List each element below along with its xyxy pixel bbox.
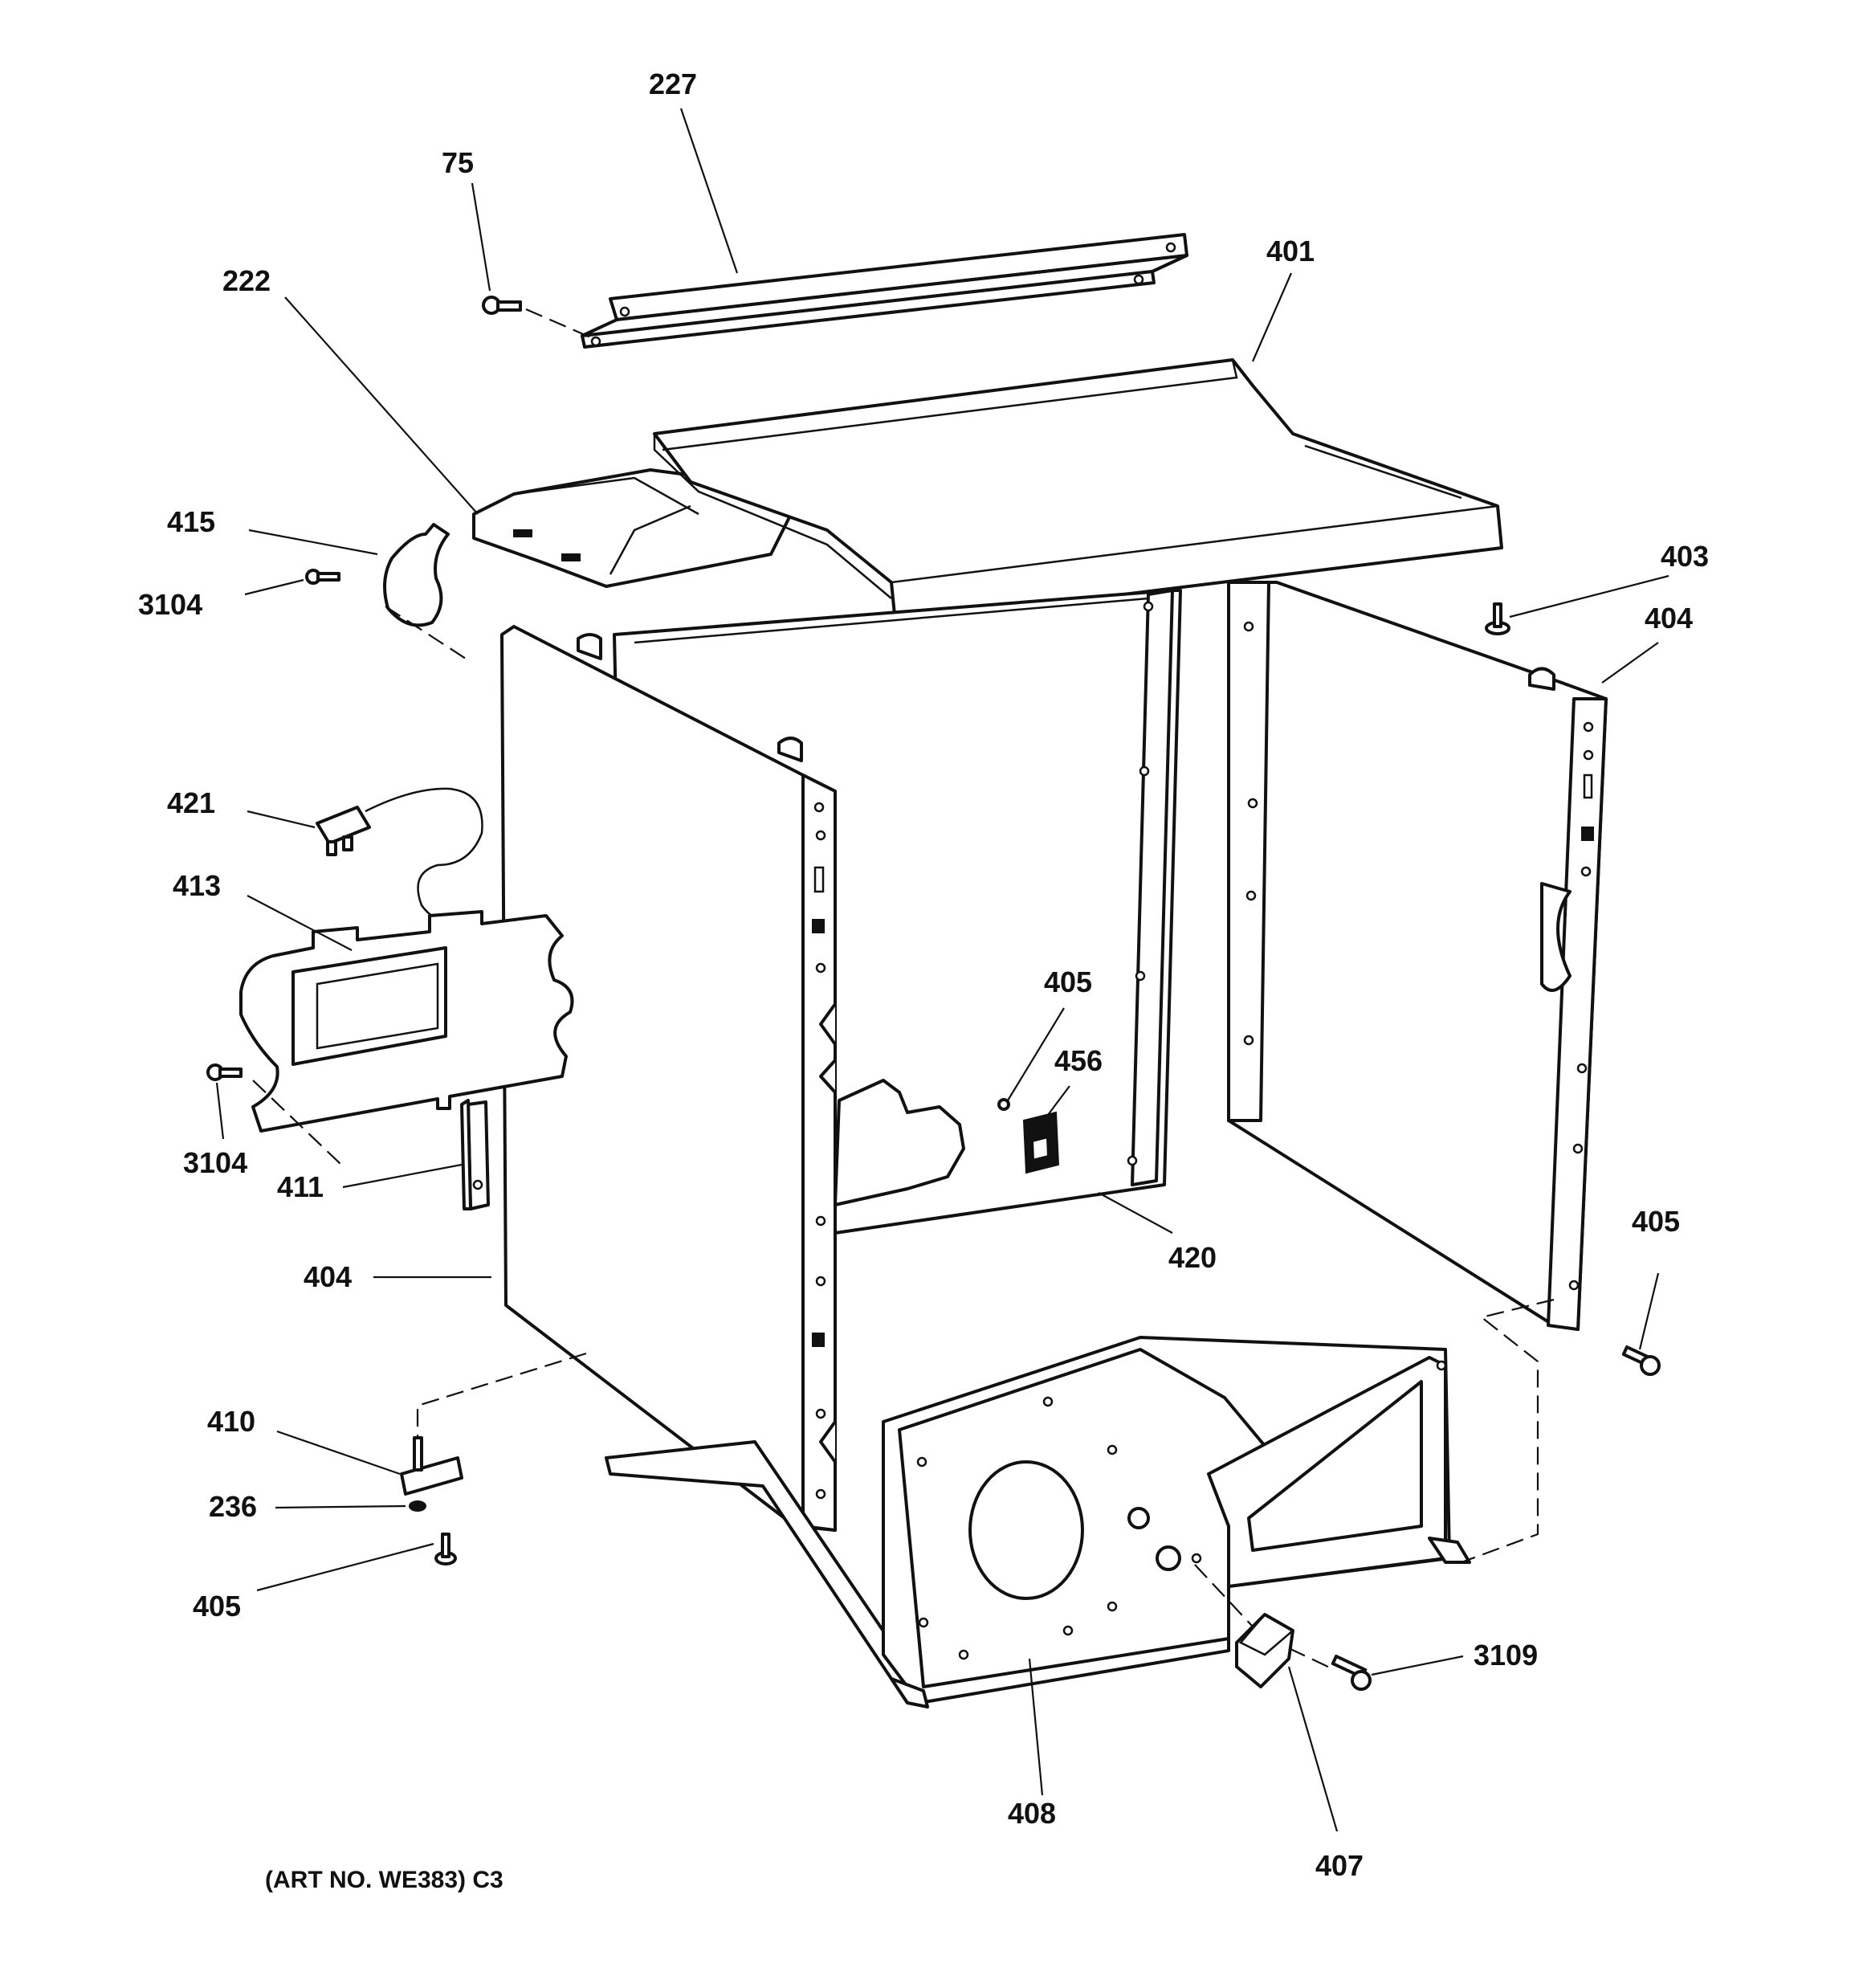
label-420: 420 xyxy=(1168,1241,1217,1274)
screw-3104-bottom-part xyxy=(206,1063,243,1081)
bracket-411-part xyxy=(460,1099,490,1210)
label-222: 222 xyxy=(222,264,271,297)
label-411: 411 xyxy=(277,1170,324,1203)
label-408: 408 xyxy=(1008,1797,1056,1830)
label-415: 415 xyxy=(167,505,215,538)
label-407: 407 xyxy=(1315,1849,1364,1882)
power-cord-part xyxy=(316,787,499,939)
label-456: 456 xyxy=(1054,1044,1103,1077)
label-75: 75 xyxy=(442,146,474,179)
hinge-410-part xyxy=(400,1436,463,1496)
label-236: 236 xyxy=(209,1490,257,1523)
access-panel-part xyxy=(239,910,574,1133)
top-bracket-part xyxy=(581,233,1188,349)
screw-405-right-part xyxy=(1621,1345,1661,1376)
assembly-dashed-lines xyxy=(252,308,1555,1670)
clip-407-part xyxy=(1235,1613,1295,1688)
top-cover-part xyxy=(653,358,1503,624)
screw-403-part xyxy=(1485,602,1510,635)
art-number-caption: (ART NO. WE383) C3 xyxy=(265,1867,503,1893)
label-405-right: 405 xyxy=(1632,1205,1680,1238)
leader-lines xyxy=(215,108,1669,1832)
label-227: 227 xyxy=(649,67,697,100)
label-410: 410 xyxy=(207,1405,255,1438)
label-403: 403 xyxy=(1661,540,1709,573)
screw-75-part xyxy=(482,296,522,315)
left-side-panel-part xyxy=(500,625,837,1532)
screw-3104-top-part xyxy=(305,569,340,585)
washer-236-part xyxy=(409,1500,426,1512)
screw-405-bottom-part xyxy=(434,1533,457,1565)
label-404-right: 404 xyxy=(1645,602,1693,635)
screw-3109-part xyxy=(1331,1655,1372,1691)
label-401: 401 xyxy=(1266,235,1315,267)
label-413: 413 xyxy=(173,869,221,902)
right-side-panel-part xyxy=(1227,581,1608,1331)
part-labels: 227 75 222 401 415 3104 403 404 421 413 … xyxy=(138,67,1709,1882)
label-3104-bottom: 3104 xyxy=(183,1146,247,1179)
label-421: 421 xyxy=(167,786,215,819)
cover-415-part xyxy=(383,523,450,627)
label-3104-top: 3104 xyxy=(138,588,202,621)
label-405-mid: 405 xyxy=(1044,965,1092,998)
label-404-left: 404 xyxy=(304,1260,352,1293)
label-3109: 3109 xyxy=(1474,1639,1538,1672)
label-405-bottom: 405 xyxy=(193,1590,241,1623)
rear-top-panel-part xyxy=(472,468,805,588)
base-frame-part xyxy=(605,1336,1471,1708)
